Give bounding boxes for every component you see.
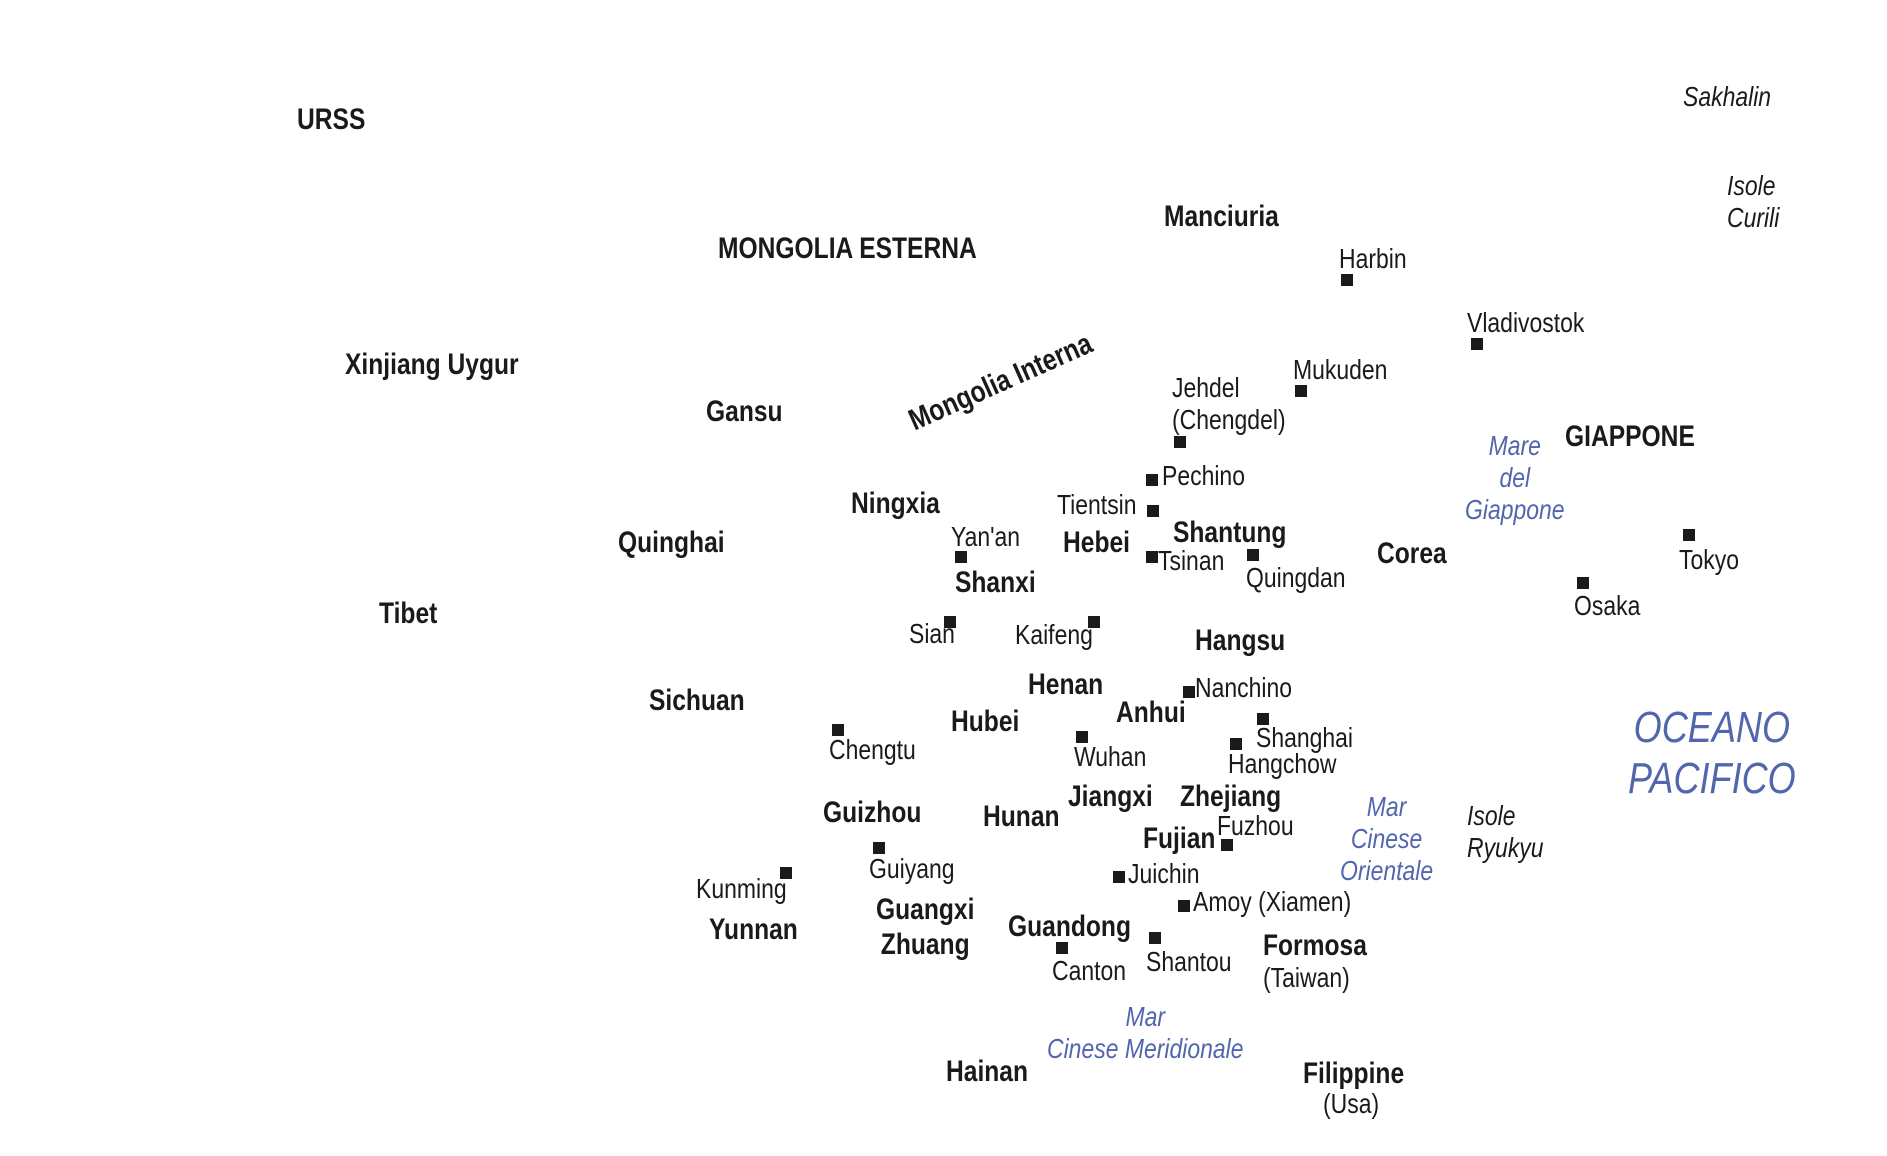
city-label-quingdan: Quingdan <box>1246 562 1346 593</box>
city-marker-kaifeng <box>1088 616 1100 628</box>
city-label-mukuden: Mukuden <box>1293 354 1388 385</box>
region-urss: URSS <box>297 103 366 136</box>
city-marker-nanchino <box>1183 686 1195 698</box>
region-gansu: Gansu <box>706 395 783 428</box>
city-label-amoy: Amoy (Xiamen) <box>1193 886 1352 917</box>
region-manciuria: Manciuria <box>1164 200 1279 233</box>
region-tibet: Tibet <box>379 597 438 630</box>
region-filippine: Filippine <box>1303 1057 1405 1090</box>
city-marker-yanan <box>955 551 967 563</box>
city-marker-quingdan <box>1247 549 1259 561</box>
city-marker-tsinan <box>1146 551 1158 563</box>
city-marker-mukuden <box>1295 385 1307 397</box>
city-label-fuzhou: Fuzhou <box>1217 810 1294 841</box>
region-shanxi: Shanxi <box>955 566 1036 599</box>
city-label-pechino: Pechino <box>1162 460 1245 491</box>
region-corea: Corea <box>1377 537 1447 570</box>
region-yunnan: Yunnan <box>709 913 798 946</box>
region-guangxi-zhuang: Guangxi Zhuang <box>876 893 975 961</box>
island-isole-ryukyu: Isole Ryukyu <box>1467 800 1544 864</box>
city-label-kaifeng: Kaifeng <box>1015 619 1093 650</box>
city-label-tokyo: Tokyo <box>1679 544 1739 575</box>
city-label-osaka: Osaka <box>1574 590 1641 621</box>
city-label-tientsin: Tientsin <box>1057 489 1137 520</box>
city-marker-vladivostok <box>1471 338 1483 350</box>
city-marker-guiyang <box>873 842 885 854</box>
city-marker-canton <box>1056 942 1068 954</box>
city-label-shanghai: Shanghai <box>1256 722 1354 753</box>
region-ningxia: Ningxia <box>851 487 940 520</box>
city-label-juichin: Juichin <box>1128 858 1200 889</box>
region-shantung: Shantung <box>1173 516 1287 549</box>
region-quinghai: Quinghai <box>618 526 725 559</box>
city-marker-jehdel <box>1174 436 1186 448</box>
city-label-canton: Canton <box>1052 955 1127 986</box>
region-filippine-note: (Usa) <box>1323 1088 1380 1119</box>
ocean-pacifico: OCEANO PACIFICO <box>1628 703 1796 803</box>
region-mongolia-esterna: MONGOLIA ESTERNA <box>718 232 977 265</box>
city-label-wuhan: Wuhan <box>1074 741 1147 772</box>
city-marker-fuzhou <box>1221 839 1233 851</box>
region-hebei: Hebei <box>1063 526 1130 559</box>
city-marker-wuhan <box>1076 731 1088 743</box>
city-marker-harbin <box>1341 274 1353 286</box>
city-marker-shanghai <box>1257 713 1269 725</box>
city-label-nanchino: Nanchino <box>1195 672 1293 703</box>
region-formosa: Formosa <box>1263 929 1367 962</box>
island-isole-curili: Isole Curili <box>1727 170 1780 234</box>
city-label-tsinan: Tsinan <box>1158 545 1225 576</box>
city-label-harbin: Harbin <box>1339 243 1407 274</box>
city-label-jehdel: Jehdel (Chengdel) <box>1172 372 1286 436</box>
region-mongolia-interna: Mongolia Interna <box>903 326 1098 438</box>
region-hunan: Hunan <box>983 800 1060 833</box>
region-hubei: Hubei <box>951 705 1020 738</box>
city-marker-chengtu <box>832 724 844 736</box>
region-henan: Henan <box>1028 668 1104 701</box>
city-marker-hangchow <box>1230 738 1242 750</box>
sea-mare-del-giappone: Mare del Giappone <box>1465 430 1565 526</box>
region-xinjiang-uygur: Xinjiang Uygur <box>345 348 519 381</box>
city-marker-juichin <box>1113 871 1125 883</box>
city-marker-tientsin <box>1147 505 1159 517</box>
region-anhui: Anhui <box>1116 696 1186 729</box>
city-label-chengtu: Chengtu <box>829 734 916 765</box>
city-marker-kunming <box>780 867 792 879</box>
city-marker-amoy <box>1178 900 1190 912</box>
region-formosa-note: (Taiwan) <box>1263 962 1350 993</box>
region-giappone: GIAPPONE <box>1565 420 1695 453</box>
sea-mar-cinese-orientale: Mar Cinese Orientale <box>1340 791 1434 887</box>
region-hainan: Hainan <box>946 1055 1029 1088</box>
region-guizhou: Guizhou <box>823 796 922 829</box>
city-label-shantou: Shantou <box>1146 946 1232 977</box>
city-label-guiyang: Guiyang <box>869 853 955 884</box>
city-marker-shantou <box>1149 932 1161 944</box>
city-marker-pechino <box>1146 474 1158 486</box>
city-marker-osaka <box>1577 577 1589 589</box>
sea-mar-cinese-meridionale: Mar Cinese Meridionale <box>1047 1001 1244 1065</box>
city-label-vladivostok: Vladivostok <box>1467 307 1585 338</box>
city-label-hangchow: Hangchow <box>1228 748 1337 779</box>
region-guandong: Guandong <box>1008 910 1131 943</box>
city-label-kunming: Kunming <box>696 873 787 904</box>
region-jiangxi: Jiangxi <box>1068 780 1153 813</box>
region-hangsu: Hangsu <box>1195 624 1286 657</box>
city-marker-tokyo <box>1683 529 1695 541</box>
city-marker-sian <box>944 616 956 628</box>
city-label-yanan: Yan'an <box>951 521 1021 552</box>
region-zhejiang: Zhejiang <box>1180 780 1282 813</box>
island-sakhalin: Sakhalin <box>1683 81 1772 112</box>
region-sichuan: Sichuan <box>649 684 745 717</box>
region-fujian: Fujian <box>1143 822 1216 855</box>
city-label-sian: Sian <box>909 618 955 649</box>
